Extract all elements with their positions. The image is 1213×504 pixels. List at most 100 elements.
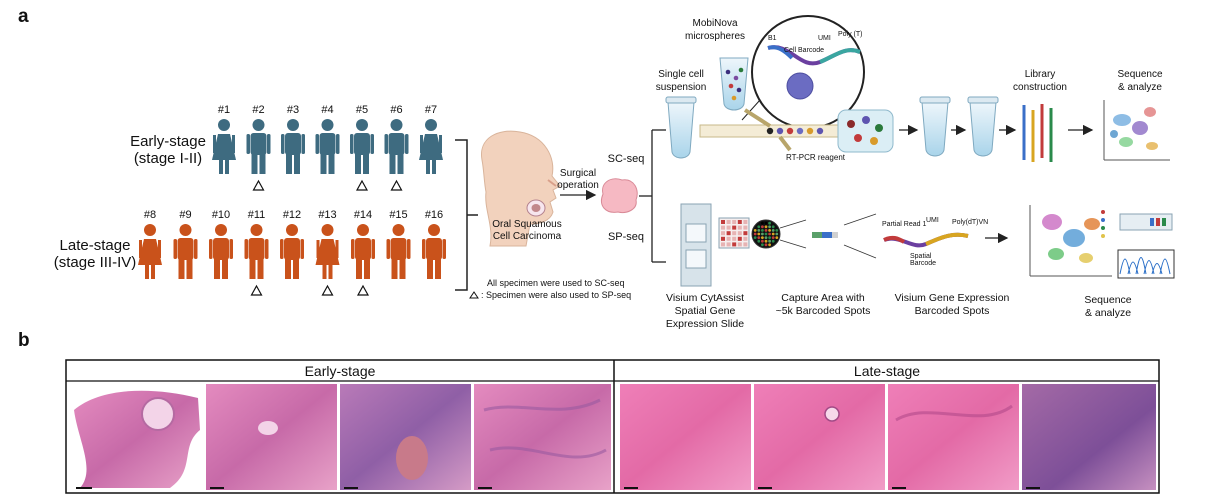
patient-id-label: #5 [356,104,368,116]
head-profile-illustration [481,130,561,247]
single-cell-label-line2: suspension [656,82,707,93]
patient-figure-icon: #12 [280,209,304,279]
library-label-line1: Library [1025,69,1056,80]
note-sp-seq: : Specimen were also used to SP-seq [481,290,631,300]
barcode-umi-label: UMI [818,35,831,42]
patient-figure-icon: #3 [281,104,305,174]
umap-plot-bottom-icon [1029,205,1112,277]
patient-figure-icon: #14 [351,209,375,296]
surgery-label-line1: Surgical [560,168,596,179]
sequence-bottom-line2: & analyze [1085,307,1131,319]
patient-id-label: #10 [212,209,230,221]
patient-figure-icon: #8 [138,209,162,279]
histology-image-early-2 [206,384,337,490]
channel-droplets [766,127,824,135]
patient-id-label: #14 [354,209,372,221]
patient-id-label: #3 [287,104,299,116]
patient-figure-icon: #9 [173,209,198,279]
sp-spatial-line1: Spatial [910,253,932,260]
patient-figure-icon: #5 [350,104,374,191]
emulsion-tube [921,101,949,157]
sp-umi-label: UMI [926,217,939,224]
sp-seq-triangle-icon [356,284,370,296]
early-histology-images [72,384,611,490]
late-histology-images [620,384,1156,490]
umap-plot-top-icon [1103,100,1170,161]
note-all-specimen: All specimen were used to SC-seq [487,278,625,288]
visium-slide-label-line2: Spatial Gene [675,305,736,317]
patient-id-label: #13 [318,209,336,221]
sequence-top-line1: Sequence [1117,69,1162,80]
visium-slide-label-line1: Visium CytAssist [666,292,744,304]
patient-figure-icon: #6 [384,104,409,191]
inset-pointer [741,99,761,121]
tumor-label-line1: Oral Squamous [492,219,561,230]
patient-id-label: #11 [248,209,266,221]
sp-seq-triangle-icon [250,284,263,296]
library-label-line2: construction [1013,82,1067,93]
single-cell-label-line1: Single cell [658,69,704,80]
mobinova-label-line2: microspheres [685,31,745,42]
rt-pcr-label: RT-PCR reagent [786,153,846,162]
early-stage-title: Early-stage [130,133,206,150]
late-stage-strip-label: Late-stage [854,363,920,379]
sp-seq-triangle-icon [252,179,265,191]
partial-read-label: Partial Read 1 [882,221,926,228]
sp-spatial-line2: Barcode [910,260,936,267]
sc-seq-label: SC-seq [608,153,645,165]
patient-id-label: #9 [179,209,191,221]
patient-id-label: #2 [252,104,264,116]
late-stage-subtitle: (stage III-IV) [54,254,137,271]
late-stage-patients: #8 #9 #10 #11 #12 #13 #14 #15 #16 [138,209,446,296]
surgery-label-line2: operation [557,180,599,191]
capture-label-line1: Capture Area with [781,292,865,304]
tube-cap [665,96,697,104]
early-stage-subtitle: (stage I-II) [134,150,202,167]
patient-figure-icon: #13 [315,209,340,296]
histology-image-late-1 [620,384,751,490]
histology-image-late-3 [888,384,1019,490]
panel-b-label: b [18,330,30,351]
patient-id-label: #16 [425,209,443,221]
patient-id-label: #12 [283,209,301,221]
barcode-cell-label: Cell Barcode [784,47,824,54]
barcode-poly-label: Poly (T) [838,31,863,38]
channel-inlet [743,108,792,152]
patient-figure-icon: #4 [315,104,340,174]
microsphere-tube [719,57,749,111]
patient-id-label: #15 [389,209,407,221]
histology-image-late-2 [754,384,885,490]
patient-figure-icon: #10 [209,209,233,279]
patient-figure-icon: #15 [386,209,411,279]
sp-seq-label: SP-seq [608,231,644,243]
microsphere-dots [725,67,744,101]
patient-id-label: #7 [425,104,437,116]
gene-expr-label-line2: Barcoded Spots [915,305,990,317]
patient-figure-icon: #16 [422,209,446,279]
library-strands-icon [1022,104,1053,162]
sp-poly-label: Poly(dT)VN [952,219,988,226]
gene-expr-label-line1: Visium Gene Expression [895,292,1010,304]
visium-slide [680,203,712,287]
barcode-b1-label: B1 [768,35,777,42]
cdna-tube [969,101,997,157]
microsphere-bead-icon [786,72,814,100]
early-stage-patients: #1 #2 #3 #4 #5 #6 #7 [212,104,443,191]
histology-image-early-4 [474,384,611,490]
single-cell-tube [667,101,695,159]
patient-id-label: #1 [218,104,230,116]
early-stage-strip-label: Early-stage [305,363,376,379]
spot-oligo-icon [812,232,838,238]
histology-image-early-1 [74,390,200,488]
sequence-top-line2: & analyze [1118,82,1162,93]
capture-label-line2: ~5k Barcoded Spots [776,305,871,317]
group-bracket [455,139,478,291]
sp-seq-triangle-icon [355,179,369,191]
triangle-legend-icon [469,291,479,299]
patient-id-label: #6 [390,104,402,116]
sp-seq-triangle-icon [390,179,403,191]
sp-seq-triangle-icon [321,284,334,296]
patient-id-label: #8 [144,209,156,221]
mobinova-label-line1: MobiNova [692,18,737,29]
